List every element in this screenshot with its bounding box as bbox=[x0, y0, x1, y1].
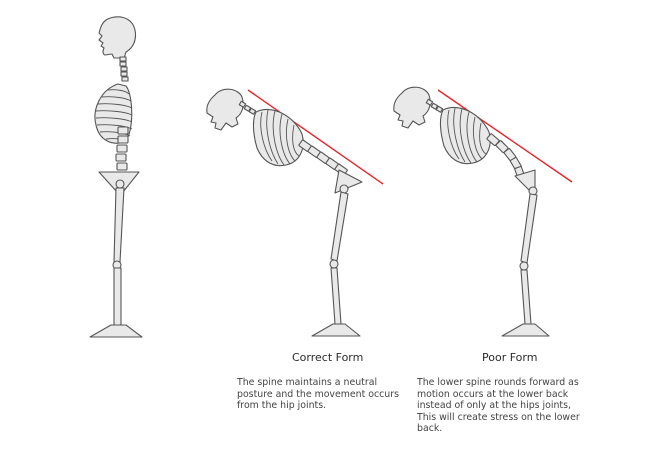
skull bbox=[393, 86, 431, 129]
cervical-spine bbox=[238, 100, 257, 115]
knee-joint bbox=[519, 261, 529, 271]
skull bbox=[206, 88, 244, 131]
tibia bbox=[113, 267, 122, 326]
skull bbox=[98, 16, 137, 59]
lumbar-spine bbox=[115, 126, 129, 171]
correct-form-description: The spine maintains a neutral posture an… bbox=[237, 377, 399, 412]
correct-form-title: Correct Form bbox=[292, 351, 364, 364]
femur bbox=[330, 191, 349, 262]
lumbar-spine bbox=[298, 139, 348, 176]
tibia bbox=[330, 267, 342, 325]
foot bbox=[89, 324, 143, 338]
poor-form-description: The lower spine rounds forward as motion… bbox=[417, 377, 580, 435]
cervical-spine bbox=[425, 98, 444, 113]
lumbar-spine bbox=[486, 133, 526, 180]
standing-skeleton bbox=[89, 16, 143, 338]
reference-line bbox=[247, 89, 384, 185]
femur bbox=[113, 187, 125, 263]
femur bbox=[520, 193, 538, 264]
hip-joint bbox=[115, 179, 125, 189]
rib-cage bbox=[252, 108, 304, 167]
foot bbox=[311, 323, 361, 337]
poor-form-title: Poor Form bbox=[482, 351, 538, 364]
poor-form-skeleton bbox=[393, 86, 573, 337]
cervical-spine bbox=[119, 56, 129, 82]
rib-cage bbox=[439, 106, 491, 165]
tibia bbox=[520, 269, 532, 325]
correct-form-skeleton bbox=[206, 88, 384, 337]
foot bbox=[501, 323, 550, 337]
reference-line bbox=[437, 89, 573, 183]
knee-joint bbox=[329, 259, 339, 269]
